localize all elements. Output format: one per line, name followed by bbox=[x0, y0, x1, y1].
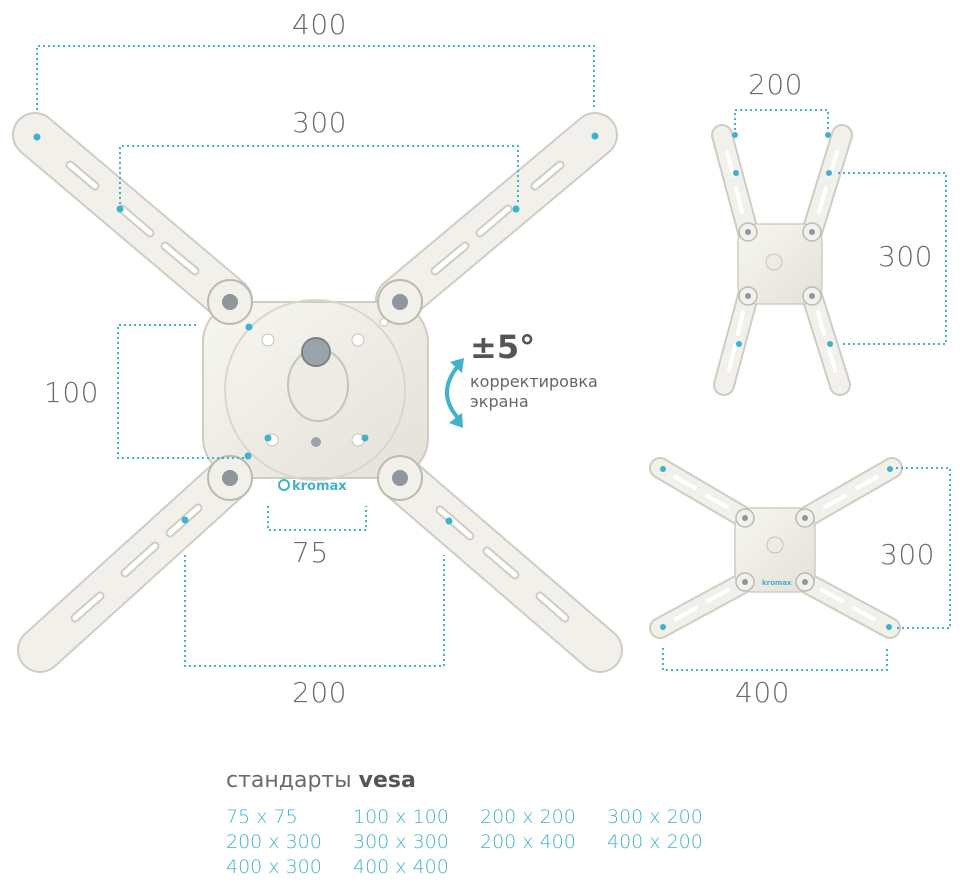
brand-logo: kromax bbox=[292, 479, 347, 494]
vesa-title: стандарты vesa bbox=[226, 768, 416, 793]
vesa-size: 200 x 200 bbox=[480, 806, 576, 828]
vesa-size: 200 x 300 bbox=[226, 831, 322, 853]
brand-logo-small: kromax bbox=[762, 579, 792, 587]
dim-bottom-outer: 200 bbox=[292, 676, 347, 709]
vesa-title-prefix: стандарты bbox=[226, 768, 352, 793]
dim-vertical-top: 200 bbox=[748, 68, 803, 101]
mount-points bbox=[33, 132, 599, 525]
vesa-size: 400 x 400 bbox=[353, 856, 449, 878]
vesa-size: 300 x 200 bbox=[607, 806, 703, 828]
dim-left: 100 bbox=[44, 376, 99, 409]
dim-top-inner: 300 bbox=[292, 106, 347, 139]
dim-bottom-inner: 75 bbox=[292, 536, 329, 569]
tilt-label: корректировка экрана bbox=[470, 372, 640, 412]
tilt-label-line2: экрана bbox=[470, 392, 529, 411]
vertical-bracket bbox=[711, 109, 947, 396]
vesa-size: 400 x 200 bbox=[607, 831, 703, 853]
dim-horizontal-bottom: 400 bbox=[735, 676, 790, 709]
tilt-label-line1: корректировка bbox=[470, 372, 598, 391]
vesa-size: 200 x 400 bbox=[480, 831, 576, 853]
tilt-arrow-icon bbox=[445, 358, 464, 428]
dim-vertical-side: 300 bbox=[878, 240, 933, 273]
vesa-title-bold: vesa bbox=[358, 768, 416, 793]
main-bracket: kromax bbox=[12, 112, 623, 673]
vesa-sizes: 75 x 75 100 x 100 200 x 200 300 x 200 20… bbox=[226, 807, 734, 878]
dim-horizontal-side: 300 bbox=[880, 538, 935, 571]
horizontal-bracket: kromax bbox=[649, 457, 951, 671]
tilt-angle: ±5° bbox=[470, 328, 536, 366]
vesa-size: 100 x 100 bbox=[353, 806, 449, 828]
vesa-size: 400 x 300 bbox=[226, 856, 322, 878]
vesa-size: 300 x 300 bbox=[353, 831, 449, 853]
dimension-lines bbox=[36, 45, 595, 667]
vesa-size: 75 x 75 bbox=[226, 806, 298, 828]
dim-top-outer: 400 bbox=[292, 8, 347, 41]
